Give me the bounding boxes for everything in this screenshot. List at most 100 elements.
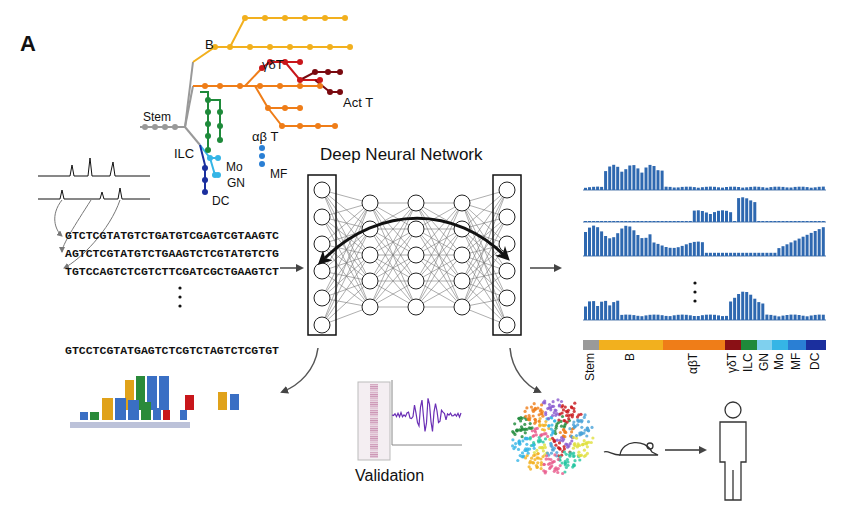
tsne-point	[554, 427, 557, 430]
tsne-point	[511, 438, 514, 441]
accessibility-bar	[822, 187, 825, 190]
accessibility-bar	[822, 315, 825, 320]
tsne-point	[520, 417, 523, 420]
tsne-point	[561, 411, 564, 414]
lineage-label: Validation	[355, 467, 424, 485]
tsne-point	[573, 459, 576, 462]
tsne-point	[528, 414, 531, 417]
accessibility-bar	[584, 232, 587, 256]
heatmap-row	[370, 418, 378, 420]
input-layer	[308, 175, 336, 335]
lineage-dot	[162, 124, 168, 130]
lineage-label: B	[205, 38, 214, 52]
accessibility-bar	[620, 172, 623, 190]
tsne-point	[528, 461, 531, 464]
tsne-point	[525, 406, 528, 409]
accessibility-bar	[777, 221, 780, 222]
accessibility-bar	[806, 316, 809, 320]
tsne-point	[564, 406, 567, 409]
accessibility-bar	[737, 198, 740, 222]
accessibility-bar	[794, 315, 797, 320]
tsne-point	[583, 449, 586, 452]
tsne-point	[560, 400, 563, 403]
accessibility-bar	[649, 221, 652, 222]
accessibility-bar	[713, 315, 716, 320]
lineage-dot	[307, 44, 313, 50]
tsne-point	[544, 470, 547, 473]
tsne-point	[551, 431, 554, 434]
heatmap-row	[370, 438, 378, 440]
tsne-point	[538, 436, 541, 439]
accessibility-bar	[773, 187, 776, 190]
accessibility-bar	[729, 253, 732, 256]
accessibility-bar	[717, 253, 720, 256]
tsne-point	[538, 423, 541, 426]
tsne-point	[584, 454, 587, 457]
tsne-point	[566, 421, 569, 424]
heatmap-row	[370, 410, 378, 412]
tsne-point	[552, 405, 555, 408]
tsne-point	[538, 419, 541, 422]
accessibility-bar	[657, 244, 660, 256]
heatmap-row	[370, 450, 378, 452]
tsne-point	[545, 458, 548, 461]
tsne-point	[542, 449, 545, 452]
tsne-point	[521, 435, 524, 438]
accessibility-bar	[713, 212, 716, 222]
validation-profile	[392, 380, 462, 445]
accessibility-bar	[628, 227, 631, 257]
accessibility-bar	[818, 315, 821, 320]
tsne-point	[545, 454, 548, 457]
accessibility-bar	[749, 295, 752, 320]
tsne-point	[553, 453, 556, 456]
lineage-label: GN	[227, 177, 245, 190]
accessibility-bar	[753, 299, 756, 320]
accessibility-bar	[794, 221, 797, 222]
tsne-point	[527, 452, 530, 455]
heatmap-row	[370, 448, 378, 450]
accessibility-bar	[592, 226, 595, 256]
translation-arrow	[665, 449, 705, 451]
colorbar-segment	[663, 340, 725, 350]
lineage-dot	[172, 124, 178, 130]
accessibility-bar	[653, 315, 656, 320]
tsne-point	[563, 424, 566, 427]
nn-edge	[322, 255, 370, 325]
nn-neuron	[314, 263, 330, 279]
tsne-point	[553, 419, 556, 422]
tsne-point	[548, 403, 551, 406]
lineage-dot	[202, 83, 208, 89]
tsne-point	[570, 405, 573, 408]
accessibility-bar	[588, 301, 591, 320]
nn-edge	[416, 229, 462, 307]
tsne-point	[567, 409, 570, 412]
lineage-dot	[325, 69, 331, 75]
accessibility-bar	[741, 292, 744, 320]
tsne-point	[558, 441, 561, 444]
double-arrow	[325, 218, 507, 258]
tsne-point	[550, 424, 553, 427]
accessibility-bar	[810, 233, 813, 256]
accessibility-bar	[757, 187, 760, 190]
tsne-point	[590, 426, 593, 429]
accessibility-bar	[685, 221, 688, 222]
accessibility-bar	[677, 221, 680, 222]
accessibility-bar	[661, 246, 664, 257]
lineage-dot	[205, 133, 211, 139]
tsne-point	[561, 461, 564, 464]
lineage-dot	[267, 44, 273, 50]
tsne-point	[548, 438, 551, 441]
accessibility-bar	[592, 221, 595, 222]
accessibility-bar	[661, 221, 664, 222]
heatmap-row	[370, 416, 378, 418]
input-arrow	[280, 267, 302, 269]
heatmap-row	[370, 454, 378, 456]
tsne-point	[573, 464, 576, 467]
tsne-point	[542, 440, 545, 443]
tsne-point	[534, 408, 537, 411]
nn-neuron	[454, 273, 470, 289]
lineage-dot	[297, 59, 303, 65]
accessibility-bar	[773, 316, 776, 320]
accessibility-bar	[604, 236, 607, 256]
